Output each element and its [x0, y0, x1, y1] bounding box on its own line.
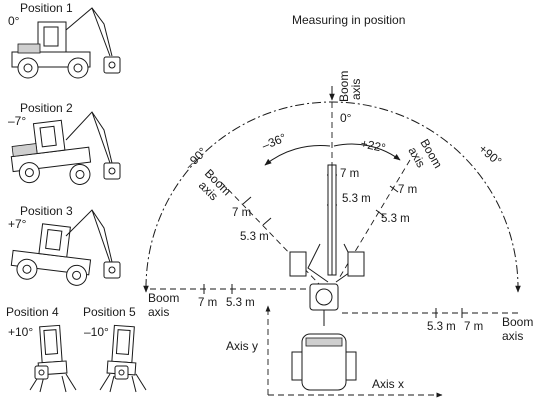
stabilizer-left: [289, 251, 307, 277]
boom-axis-right-horizontal-word2: axis: [502, 329, 523, 343]
distance-7m-left-diagonal: 7 m: [232, 207, 251, 219]
angle-plus90-label: +90°: [476, 142, 504, 169]
distance-5p3m-right-horizontal: 5.3 m: [427, 321, 456, 333]
position-5-label: Position 5: [83, 305, 136, 319]
position-2-figure: Position 2 –7°: [8, 101, 121, 185]
angle-plus22-label: +22°: [359, 136, 387, 155]
boom-axis-top-word1: Boom: [337, 71, 351, 102]
angle-minus90-label: –90°: [182, 145, 210, 173]
distance-5p3m-vertical: 5.3 m: [342, 193, 371, 205]
diagram-title: Measuring in position: [292, 13, 405, 27]
forwarder-side-icon: [11, 7, 121, 79]
distance-5p3m-left-diagonal: 5.3 m: [240, 231, 269, 243]
position-2-label: Position 2: [20, 101, 73, 115]
crane-base: [309, 283, 339, 311]
arc-plus22-arrow: [333, 143, 401, 161]
position-1-angle: 0°: [8, 14, 20, 28]
stabilizer-right: [347, 251, 365, 277]
forwarder-tilted-left-icon: [10, 119, 92, 185]
position-3-label: Position 3: [20, 204, 73, 218]
machine-top-view: [291, 333, 357, 391]
position-3-figure: Position 3 +7°: [8, 204, 121, 286]
distance-7m-right-diagonal: 7 m: [398, 184, 417, 196]
position-1-figure: Position 1 0°: [8, 1, 121, 79]
position-5-figure: [99, 324, 147, 393]
distance-7m-right-horizontal: 7 m: [464, 321, 483, 333]
distance-7m-left-horizontal: 7 m: [198, 297, 217, 309]
crane-rotator: [315, 288, 333, 306]
position-4-figure: [29, 324, 77, 393]
distance-5p3m-left-horizontal: 5.3 m: [226, 297, 255, 309]
boom-axis-left-horizontal-word2: axis: [148, 305, 169, 319]
position-3-angle: +7°: [8, 217, 27, 231]
arc-minus36-arrow: [264, 144, 331, 166]
distance-5p3m-right-diagonal: 5.3 m: [381, 213, 410, 225]
axis-x-label: Axis x: [372, 377, 404, 391]
boom-axis-left-horizontal-word1: Boom: [148, 291, 179, 305]
axis-y-label: Axis y: [226, 339, 258, 353]
position-1-label: Position 1: [20, 1, 73, 15]
boom-axis-top-word2: axis: [349, 79, 363, 100]
boom-axis-right-horizontal-word1: Boom: [502, 315, 533, 329]
angle-minus36-label: –36°: [260, 130, 288, 152]
forwarder-tilted-right-icon: [10, 223, 92, 286]
position-2-angle: –7°: [8, 114, 26, 128]
position-5-angle: –10°: [84, 325, 109, 339]
position-4-label: Position 4: [6, 305, 59, 319]
angle-0-label: 0°: [340, 111, 352, 125]
position-4-angle: +10°: [8, 325, 33, 339]
boom-axis-right-diagonal: [337, 159, 411, 281]
boom-axis-left-diagonal: [220, 181, 321, 286]
distance-7m-vertical: 7 m: [340, 168, 359, 180]
